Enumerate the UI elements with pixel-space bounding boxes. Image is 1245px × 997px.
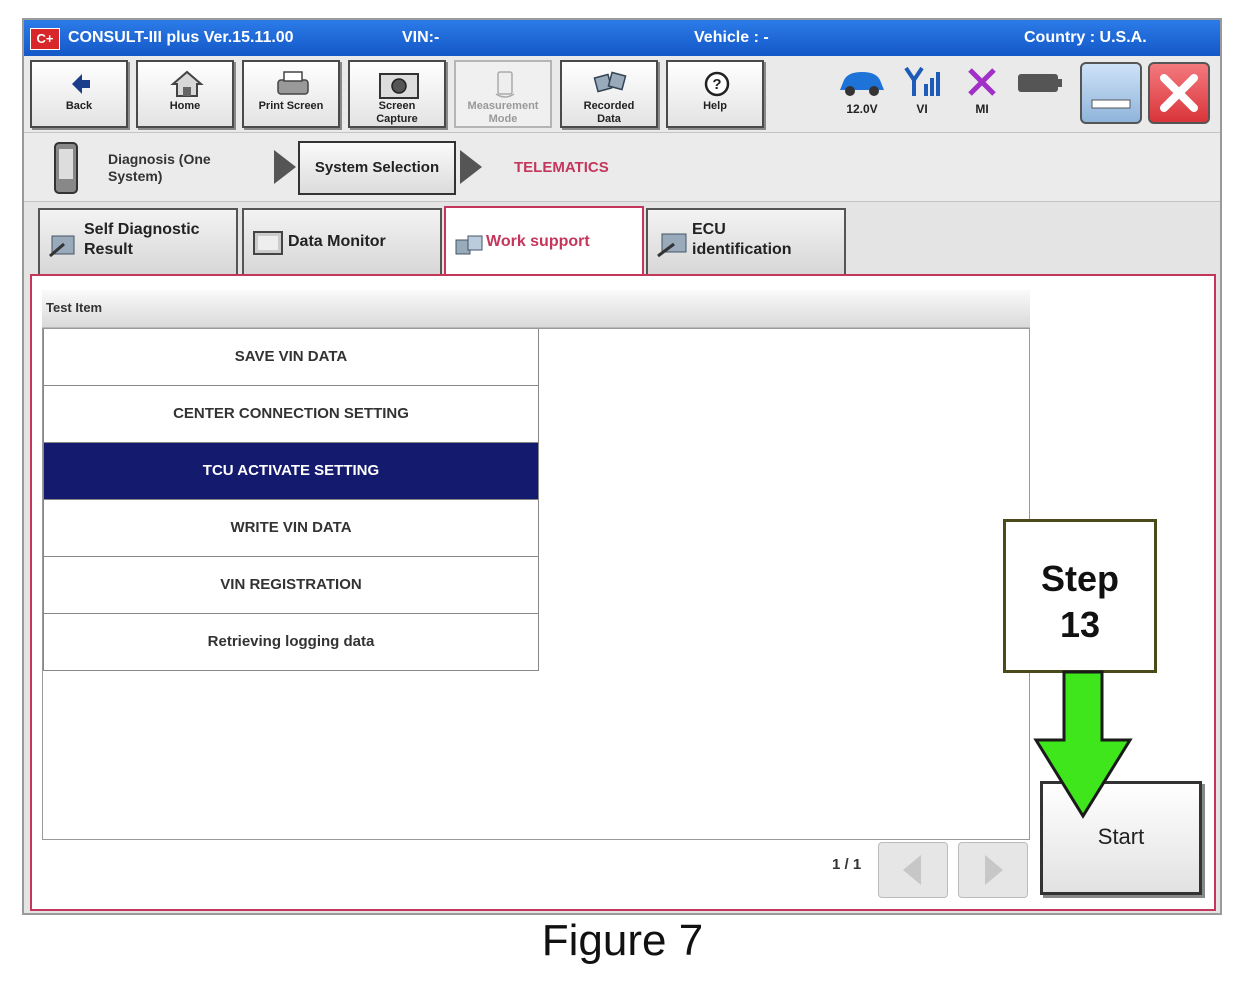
minimize-icon xyxy=(1091,99,1131,109)
device-icon xyxy=(54,142,78,194)
breadcrumb-diagnosis-line2: System) xyxy=(108,168,163,184)
app-title: CONSULT-III plus Ver.15.11.00 xyxy=(68,29,294,46)
vin-label: VIN:- xyxy=(402,29,440,46)
test-item-retrieving-logging-data[interactable]: Retrieving logging data xyxy=(43,614,539,671)
tab-ecu-identification[interactable]: ECU identification xyxy=(646,208,846,274)
test-item-center-connection-setting[interactable]: CENTER CONNECTION SETTING xyxy=(43,386,539,443)
measurement-label: Measurement xyxy=(467,100,539,112)
recorded-data-label-2: Data xyxy=(597,113,621,125)
app-logo-icon: C+ xyxy=(30,28,60,50)
tab-ecu-label: ECU xyxy=(692,221,726,238)
test-item-list: SAVE VIN DATA CENTER CONNECTION SETTING … xyxy=(42,328,1030,840)
recorded-data-label: Recorded xyxy=(583,100,635,112)
chevron-left-icon xyxy=(903,855,921,885)
measurement-label-2: Mode xyxy=(488,113,518,125)
figure-caption: Figure 7 xyxy=(541,916,704,965)
test-item-vin-registration[interactable]: VIN REGISTRATION xyxy=(43,557,539,614)
work-support-panel: Test Item SAVE VIN DATA CENTER CONNECTIO… xyxy=(30,274,1216,911)
measurement-mode-button[interactable]: Measurement Mode xyxy=(454,60,552,128)
consult-window: C+ CONSULT-III plus Ver.15.11.00 VIN:- V… xyxy=(22,18,1222,915)
camera-icon xyxy=(379,73,419,99)
battery-voltage: 12.0V xyxy=(846,102,878,116)
minimize-button[interactable] xyxy=(1080,62,1142,124)
start-button[interactable]: Start xyxy=(1040,781,1202,895)
back-label: Back xyxy=(65,100,93,112)
chevron-right-icon xyxy=(985,855,1003,885)
vehicle-label: Vehicle : - xyxy=(694,29,769,46)
next-page-button[interactable] xyxy=(958,842,1028,898)
country-label: Country : U.S.A. xyxy=(1024,29,1147,46)
breadcrumb-diagnosis-line1: Diagnosis (One xyxy=(108,151,211,167)
car-icon xyxy=(840,72,884,96)
test-item-header: Test Item xyxy=(42,290,1030,328)
tab-work-support[interactable]: Work support xyxy=(444,206,644,276)
back-button[interactable]: Back xyxy=(30,60,128,128)
self-diagnostic-icon xyxy=(49,235,75,258)
breadcrumb-arrow-icon xyxy=(274,150,296,184)
close-icon xyxy=(1160,74,1198,112)
home-label: Home xyxy=(169,100,201,112)
battery-status: 12.0V xyxy=(834,64,890,116)
recorded-data-icon xyxy=(593,71,627,93)
ecu-identification-icon xyxy=(657,233,687,258)
vi-label: VI xyxy=(916,102,928,116)
system-selection-button[interactable]: System Selection xyxy=(298,141,456,195)
tab-data-monitor-label: Data Monitor xyxy=(288,233,386,250)
data-monitor-icon xyxy=(253,231,283,255)
print-screen-label: Print Screen xyxy=(258,100,324,112)
home-button[interactable]: Home xyxy=(136,60,234,128)
help-icon: ? xyxy=(704,71,730,97)
recorded-data-button[interactable]: Recorded Data xyxy=(560,60,658,128)
battery-icon xyxy=(1018,74,1062,92)
breadcrumb-diagnosis[interactable]: Diagnosis (One System) xyxy=(108,151,211,185)
screen-capture-label: Screen xyxy=(378,100,416,112)
tab-ecu-label-2: identification xyxy=(692,241,792,258)
back-arrow-icon xyxy=(72,74,90,94)
close-button[interactable] xyxy=(1148,62,1210,124)
help-button[interactable]: ? Help xyxy=(666,60,764,128)
home-icon xyxy=(170,70,204,97)
title-bar: C+ CONSULT-III plus Ver.15.11.00 VIN:- V… xyxy=(24,20,1220,56)
screen-capture-label-2: Capture xyxy=(376,113,418,125)
tab-self-diagnostic-label-2: Result xyxy=(84,241,133,258)
mi-disconnected-icon xyxy=(968,68,996,96)
mi-status: MI xyxy=(954,64,1010,116)
callout-down-arrow-icon xyxy=(1033,670,1133,819)
mi-label: MI xyxy=(975,102,989,116)
screen-capture-button[interactable]: Screen Capture xyxy=(348,60,446,128)
breadcrumb-telematics: TELEMATICS xyxy=(514,159,609,176)
tab-self-diagnostic-result[interactable]: Self Diagnostic Result xyxy=(38,208,238,274)
tab-data-monitor[interactable]: Data Monitor xyxy=(242,208,442,274)
signal-icon xyxy=(904,66,940,96)
start-label: Start xyxy=(1097,824,1145,849)
work-support-icon xyxy=(455,235,483,255)
test-item-write-vin-data[interactable]: WRITE VIN DATA xyxy=(43,500,539,557)
previous-page-button[interactable] xyxy=(878,842,948,898)
breadcrumb: Diagnosis (One System) System Selection … xyxy=(24,132,1220,202)
test-item-save-vin-data[interactable]: SAVE VIN DATA xyxy=(43,329,539,386)
help-label: Help xyxy=(703,100,727,112)
step-callout: Step 13 xyxy=(1003,519,1157,673)
callout-step-label: Step xyxy=(1040,558,1119,599)
tab-self-diagnostic-label: Self Diagnostic xyxy=(84,221,200,238)
callout-step-number: 13 xyxy=(1059,604,1101,645)
measurement-icon xyxy=(495,71,515,98)
breadcrumb-arrow-icon xyxy=(460,150,482,184)
toolbar: Back Home Print Screen Screen Capture xyxy=(24,56,1220,132)
print-screen-button[interactable]: Print Screen xyxy=(242,60,340,128)
tab-work-support-label: Work support xyxy=(486,233,590,250)
vi-status: VI xyxy=(894,64,950,116)
svg-text:?: ? xyxy=(712,76,721,93)
printer-icon xyxy=(277,71,309,95)
page-indicator: 1 / 1 xyxy=(832,856,862,873)
test-item-tcu-activate-setting[interactable]: TCU ACTIVATE SETTING xyxy=(43,443,539,500)
